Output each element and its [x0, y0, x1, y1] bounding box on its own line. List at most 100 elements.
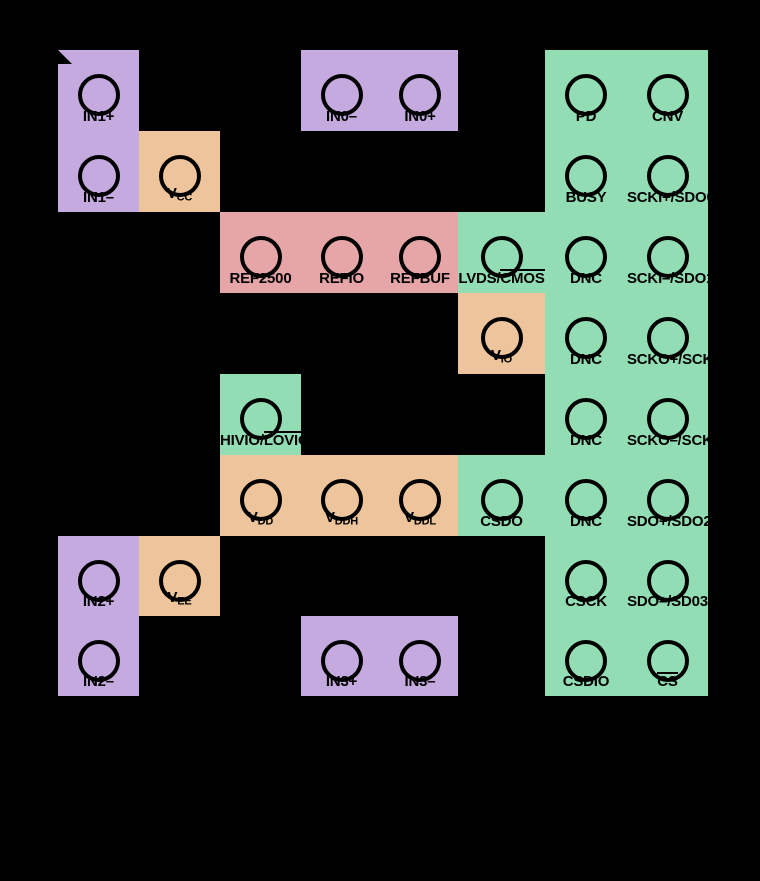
pin-cell-vee[interactable]: VEE [139, 536, 220, 616]
pin-cell-csdo[interactable]: CSDO [458, 455, 545, 536]
pin-pad-busy[interactable] [565, 155, 607, 197]
pin-pad-dnc4[interactable] [565, 479, 607, 521]
pin-pad-csdio[interactable] [565, 640, 607, 682]
pin-cell-in1n[interactable]: IN1– [58, 131, 139, 212]
pin-cell-sckon[interactable]: SCKO–/SCKO [627, 374, 725, 455]
pin-pad-cs[interactable] [647, 640, 689, 682]
pin-cell-in0n[interactable]: IN0– [301, 50, 382, 131]
pin-pad-in3n[interactable] [399, 640, 441, 682]
pin-cell-csck[interactable]: CSCK [545, 536, 627, 616]
pin-pad-in0p[interactable] [399, 74, 441, 116]
pin-cell-sckip[interactable]: SCKI+/SDO0 [627, 131, 715, 212]
pin-cell-dnc1[interactable]: DNC [545, 212, 627, 293]
pin-cell-dnc3[interactable]: DNC [545, 374, 627, 455]
pin-pad-in2n[interactable] [78, 640, 120, 682]
pin-cell-in0p[interactable]: IN0+ [382, 50, 458, 131]
pin-cell-dnc2[interactable]: DNC [545, 293, 627, 374]
pin-label-in0n: IN0– [326, 108, 357, 125]
pin-cell-vdd[interactable]: VDD [220, 455, 301, 536]
pin-pad-vddh[interactable] [321, 479, 363, 521]
pin-cell-sckop[interactable]: SCKO+/SCKI [627, 293, 717, 374]
pin-label-in1n: IN1– [83, 189, 114, 206]
pin-pad-hiviolovio[interactable] [240, 398, 282, 440]
pin-pad-in3p[interactable] [321, 640, 363, 682]
pin-cell-vddh[interactable]: VDDH [301, 455, 382, 536]
pin-pad-sckon[interactable] [647, 398, 689, 440]
pin-pad-pd[interactable] [565, 74, 607, 116]
pin-cell-in3p[interactable]: IN3+ [301, 616, 382, 696]
pin-pad-dnc3[interactable] [565, 398, 607, 440]
pin-label-in2n: IN2– [83, 673, 114, 690]
pin-cell-in2p[interactable]: IN2+ [58, 536, 139, 616]
pin-pad-vddl[interactable] [399, 479, 441, 521]
pin-label-busy: BUSY [565, 189, 607, 206]
pin-pad-sdop[interactable] [647, 479, 689, 521]
pin-cell-busy[interactable]: BUSY [545, 131, 627, 212]
pin-cell-pd[interactable]: PD [545, 50, 627, 131]
pin-cell-csdio[interactable]: CSDIO [545, 616, 627, 696]
pin-pad-vio[interactable] [481, 317, 523, 359]
pin-label-in1p: IN1+ [82, 108, 115, 125]
pin-cell-in1p[interactable]: IN1+ [58, 50, 139, 131]
pin-cell-sdon[interactable]: SDO–/SD03 [627, 536, 708, 616]
pin-cell-refio[interactable]: REFIO [301, 212, 382, 293]
pin-label-sckon: SCKO–/SCKO [627, 432, 725, 449]
pin-pad-in1p[interactable] [78, 74, 120, 116]
pin-label-pd: PD [575, 108, 597, 125]
pin-label-hiviolovio: HIVIO/LOVIO [220, 431, 310, 449]
pin-label-sckip: SCKI+/SDO0 [627, 189, 715, 206]
pin-cell-lvdscmos[interactable]: LVDS/CMOS [458, 212, 545, 293]
pin-pad-refbuf[interactable] [399, 236, 441, 278]
pin-cell-dnc4[interactable]: DNC [545, 455, 627, 536]
pin-label-vee: VEE [167, 588, 192, 607]
pin-cell-cs[interactable]: CS [627, 616, 708, 696]
pin-pad-in2p[interactable] [78, 560, 120, 602]
pin-pad-lvdscmos[interactable] [481, 236, 523, 278]
pin-pad-sdon[interactable] [647, 560, 689, 602]
pin-cell-ref2500[interactable]: REF2500 [220, 212, 301, 293]
pin-pad-sckop[interactable] [647, 317, 689, 359]
pin-cell-vddl[interactable]: VDDL [382, 455, 458, 536]
pin-label-refio: REFIO [319, 270, 364, 287]
pin-label-vcc: VCC [166, 184, 193, 203]
pin-cell-sckin[interactable]: SCKI–/SDO1 [627, 212, 715, 293]
pin-label-lvdscmos: LVDS/CMOS [458, 269, 545, 287]
pin-pad-ref2500[interactable] [240, 236, 282, 278]
pin-pad-csck[interactable] [565, 560, 607, 602]
pin-label-in2p: IN2+ [82, 593, 115, 610]
pin-cell-hiviolovio[interactable]: HIVIO/LOVIO [220, 374, 310, 455]
pin-pad-dnc2[interactable] [565, 317, 607, 359]
pin-cell-in3n[interactable]: IN3– [382, 616, 458, 696]
pin-label-dnc3: DNC [570, 432, 602, 449]
pin-pad-vcc[interactable] [159, 155, 201, 197]
pin-label-csdo: CSDO [480, 513, 523, 530]
pin-label-cnv: CNV [651, 108, 684, 125]
pin-cell-vio[interactable]: VIO [458, 293, 545, 374]
pin-label-dnc2: DNC [570, 351, 602, 368]
pin-cell-vcc[interactable]: VCC [139, 131, 220, 212]
pin-cell-in2n[interactable]: IN2– [58, 616, 139, 696]
pin-cell-cnv[interactable]: CNV [627, 50, 708, 131]
pin-cell-refbuf[interactable]: REFBUF [382, 212, 458, 293]
pin-label-dnc4: DNC [570, 513, 602, 530]
pin-label-vddh: VDDH [324, 508, 359, 527]
pin-pad-cnv[interactable] [647, 74, 689, 116]
pin-pad-csdo[interactable] [481, 479, 523, 521]
pin-pad-sckip[interactable] [647, 155, 689, 197]
pin-pad-in1n[interactable] [78, 155, 120, 197]
pin-pad-dnc1[interactable] [565, 236, 607, 278]
pin-cell-sdop[interactable]: SDO+/SDO2 [627, 455, 712, 536]
pin-label-dnc1: DNC [570, 270, 602, 287]
pin-label-refbuf: REFBUF [390, 270, 450, 287]
pin-pad-vdd[interactable] [240, 479, 282, 521]
pin-label-vddl: VDDL [404, 508, 436, 527]
pin-label-sckin: SCKI–/SDO1 [627, 270, 715, 287]
pin-pad-vee[interactable] [159, 560, 201, 602]
pin-pad-refio[interactable] [321, 236, 363, 278]
pin-pad-in0n[interactable] [321, 74, 363, 116]
pin-label-csdio: CSDIO [562, 673, 610, 690]
pin-label-in3p: IN3+ [325, 673, 358, 690]
pin-pad-sckin[interactable] [647, 236, 689, 278]
pin-label-sdon: SDO–/SD03 [627, 593, 708, 610]
